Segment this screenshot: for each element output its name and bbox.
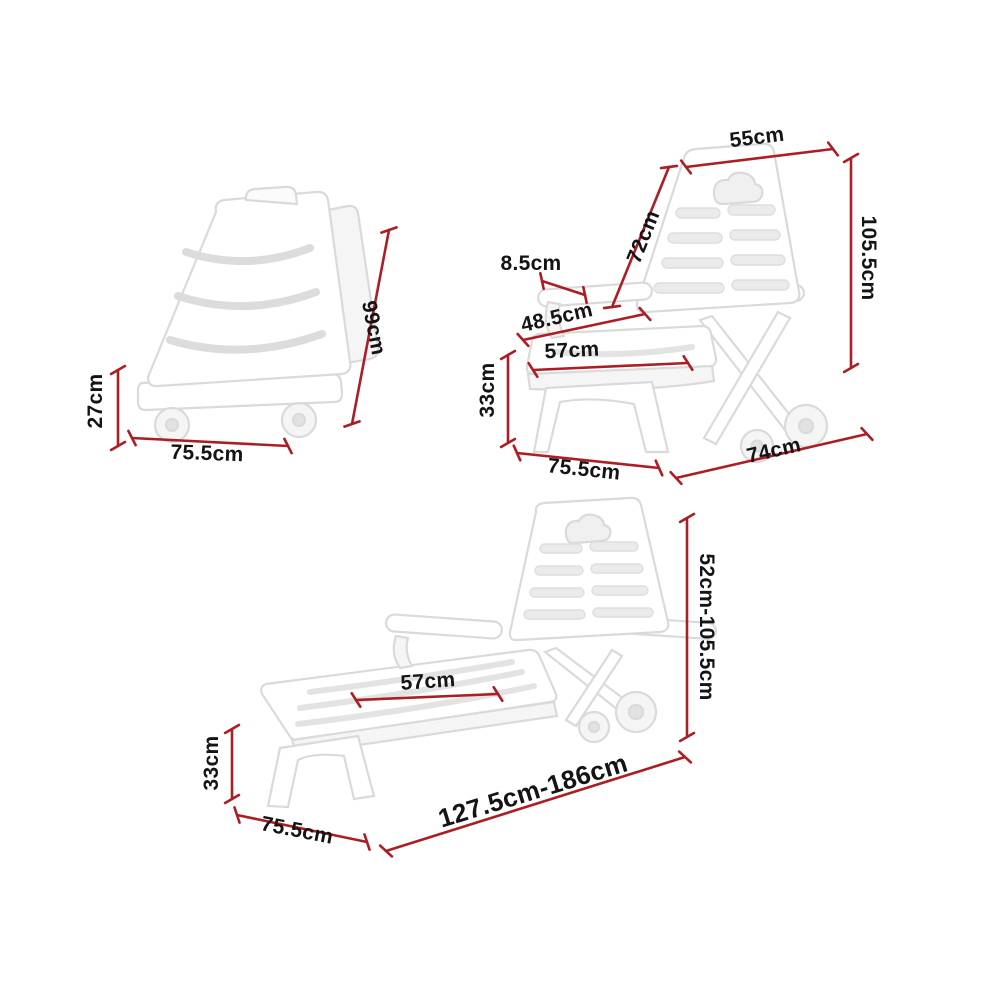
dim-line-lounger-length-range: [378, 750, 693, 858]
dim-line-upright-105-5cm: [842, 152, 860, 374]
dim-line-lounger-33cm: [223, 723, 241, 805]
dim-label-lounger-33cm: 33cm: [200, 735, 223, 791]
deck-groove-3: [295, 683, 537, 727]
seat-groove: [553, 344, 695, 358]
dim-line-folded-27cm: [109, 364, 127, 452]
lounger-backrest-slats: [523, 541, 654, 620]
dim-line-upright-72cm: [602, 164, 679, 310]
dim-label-folded-75-5cm: 75.5cm: [170, 440, 244, 467]
armrest-support: [544, 300, 566, 340]
folded-left-wheel: [153, 406, 191, 444]
lounger-rear-wheel: [577, 710, 611, 744]
dim-line-lounger-57cm: [350, 685, 504, 709]
upright-rear-wheel: [739, 428, 775, 464]
dim-line-lounger-75-5cm: [233, 806, 371, 851]
dim-label-lounger-height-range: 52cm-105.5cm: [695, 553, 718, 701]
rear-strut-2: [702, 310, 792, 446]
folded-main-panel: [146, 190, 352, 388]
folded-slot-3: [166, 330, 326, 354]
dim-line-upright-8-5cm: [539, 271, 588, 305]
dim-line-folded-99cm: [343, 226, 398, 428]
lounger-left-armrest: [384, 613, 503, 640]
dim-label-upright-105-5cm: 105.5cm: [857, 215, 880, 301]
dim-line-upright-74cm: [669, 426, 874, 486]
lounger-strut-2: [564, 648, 624, 728]
dim-label-lounger-57cm: 57cm: [399, 668, 457, 695]
dim-line-lounger-height-range: [678, 512, 696, 743]
deck-groove-2: [297, 669, 525, 711]
front-legs-arch: [532, 380, 670, 454]
dim-label-upright-33cm: 33cm: [476, 362, 499, 418]
dim-label-folded-27cm: 27cm: [84, 373, 107, 429]
dim-label-upright-57cm: 57cm: [543, 337, 600, 364]
dim-line-upright-55cm: [679, 141, 840, 175]
folded-slot-2: [174, 288, 320, 310]
folded-top-tab: [244, 185, 299, 206]
lounger-armrest-support: [392, 634, 414, 670]
folded-chair-illustration: [136, 185, 380, 444]
dim-label-upright-8-5cm: 8.5cm: [500, 252, 562, 275]
folded-slot-1: [182, 244, 314, 266]
upright-chair-illustration: [525, 142, 829, 464]
dim-line-upright-57cm: [527, 354, 694, 379]
folded-right-wheel: [280, 401, 318, 439]
deck-groove-1: [307, 659, 515, 695]
lounger-front-wheel: [614, 690, 658, 734]
dim-line-upright-75-5cm: [512, 444, 664, 477]
dim-line-upright-33cm: [499, 349, 517, 449]
dimension-lines: [109, 141, 874, 858]
lounger-illustration: [260, 496, 717, 809]
lounger-legs-arch: [266, 734, 376, 809]
lounger-backrest: [508, 496, 670, 642]
backrest-slats: [653, 204, 790, 294]
dim-line-upright-48-5cm: [516, 306, 652, 348]
lounger-cloud-handle: [564, 513, 612, 545]
cloud-handle-cutout: [712, 171, 764, 206]
dim-line-folded-75-5cm: [127, 429, 293, 455]
